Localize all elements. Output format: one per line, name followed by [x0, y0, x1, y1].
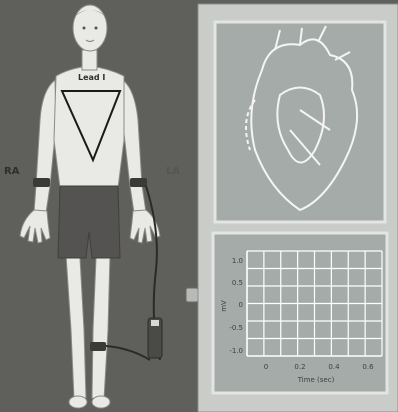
y-tick-label: -1.0: [229, 347, 243, 355]
y-tick-label: 0: [239, 301, 243, 309]
y-axis-label: mV: [220, 300, 228, 312]
x-axis-label: Time (sec): [297, 376, 335, 384]
y-tick-label: 1.0: [232, 257, 243, 265]
monitor-panel: [198, 4, 398, 412]
ankle-electrode[interactable]: [90, 342, 106, 351]
y-tick-label: -0.5: [229, 324, 243, 332]
lead-label: Lead I: [78, 73, 105, 82]
panel-connector: [186, 288, 198, 302]
y-tick-label: 0.5: [232, 279, 243, 287]
x-tick-label: 0: [264, 363, 268, 371]
heart-view: [215, 22, 385, 222]
right-wrist-electrode[interactable]: [33, 178, 50, 187]
x-tick-label: 0.2: [294, 363, 305, 371]
x-tick-label: 0.4: [328, 363, 340, 371]
ra-label: RA: [4, 166, 20, 177]
la-label: LA: [166, 166, 180, 177]
human-figure: [20, 5, 160, 408]
left-wrist-electrode[interactable]: [130, 178, 147, 187]
x-tick-label: 0.6: [362, 363, 374, 371]
